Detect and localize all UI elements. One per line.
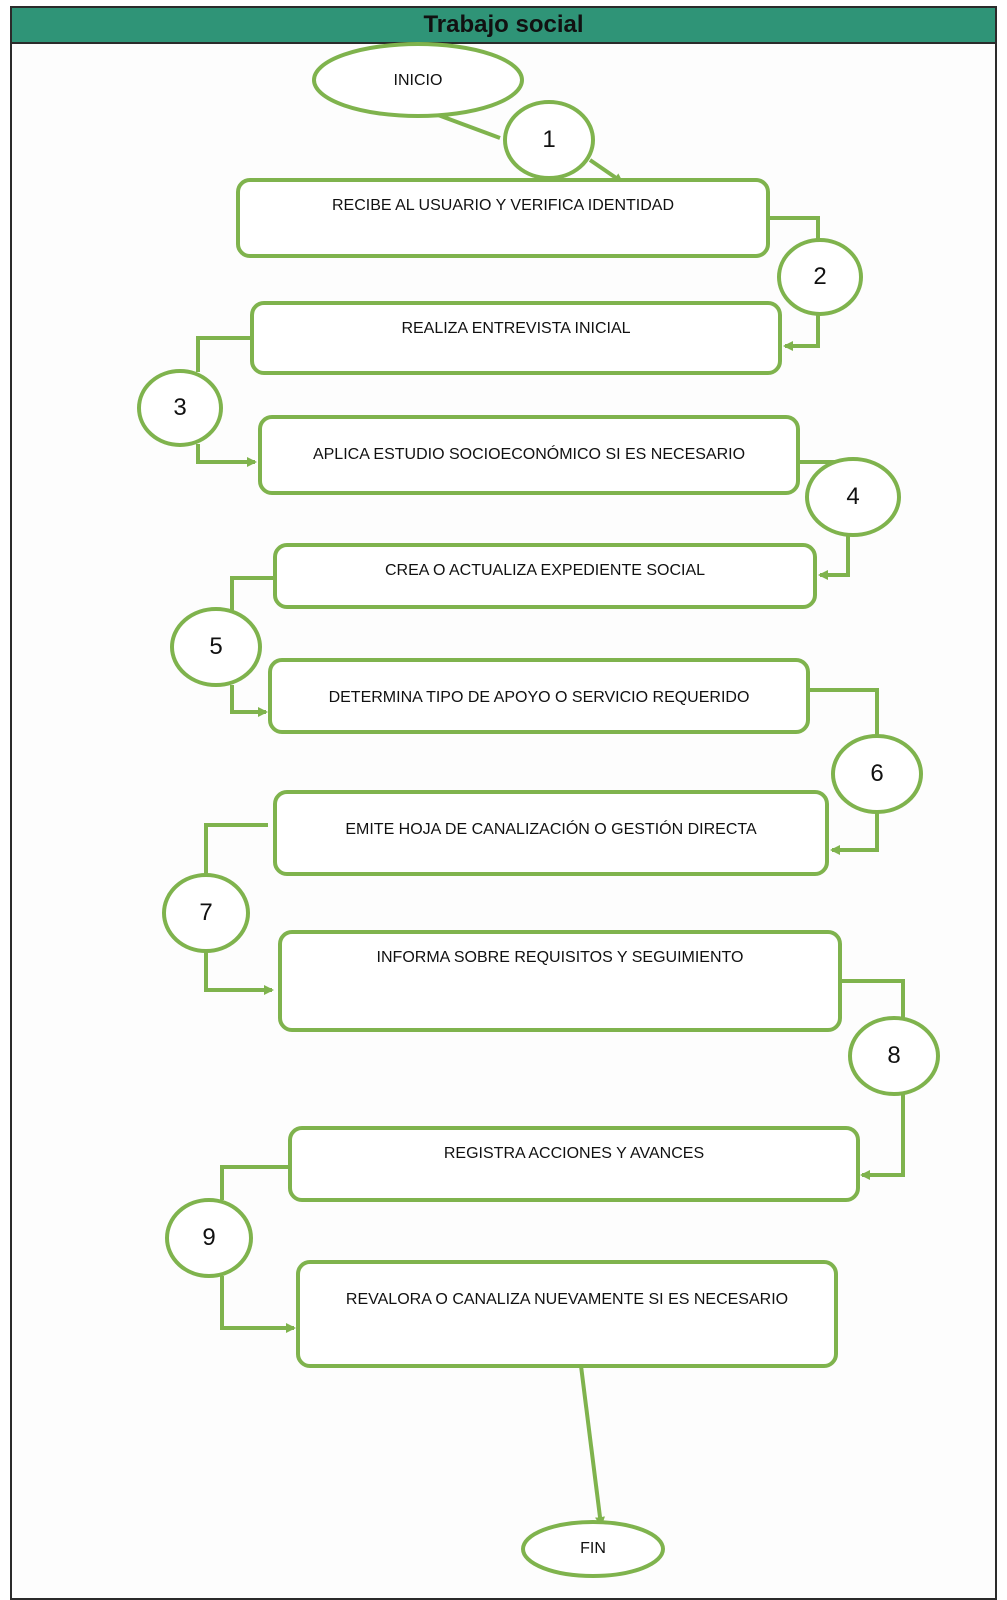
process-box (273, 790, 829, 876)
diagram-title: Trabajo social (423, 11, 584, 38)
connector-arrow (204, 823, 268, 875)
process-box (278, 930, 842, 1032)
connector-arrow (766, 216, 820, 240)
connector-arrow (783, 314, 820, 351)
process-box (236, 178, 770, 258)
connector-arrow (220, 1165, 292, 1200)
step-number-circle (170, 607, 262, 687)
process-box (258, 415, 800, 495)
end-terminal (521, 1520, 665, 1578)
start-terminal (312, 42, 524, 118)
connector-arrow (830, 812, 879, 855)
connector-arrow (230, 576, 275, 610)
connector-arrow (818, 535, 850, 580)
connector-arrow (579, 1365, 605, 1527)
step-number-circle (777, 238, 863, 316)
connector-arrow (196, 336, 252, 372)
connector-arrow (860, 1094, 905, 1180)
connector-arrow (230, 685, 268, 717)
step-number-circle (503, 100, 595, 180)
process-box (250, 301, 782, 375)
step-number-circle (165, 1198, 253, 1278)
connector-arrow (204, 951, 274, 995)
process-box (273, 543, 817, 609)
connector-arrow (840, 979, 905, 1018)
diagram-header: Trabajo social (10, 6, 997, 44)
step-number-circle (848, 1016, 940, 1096)
connector-arrow (196, 444, 257, 467)
connector-arrow (810, 688, 879, 736)
step-number-circle (831, 734, 923, 814)
step-number-circle (162, 873, 250, 953)
step-number-circle (137, 369, 223, 447)
process-box (288, 1126, 860, 1202)
connector-arrow (220, 1276, 296, 1333)
process-box (268, 658, 810, 734)
step-number-circle (805, 457, 901, 537)
process-box (296, 1260, 838, 1368)
